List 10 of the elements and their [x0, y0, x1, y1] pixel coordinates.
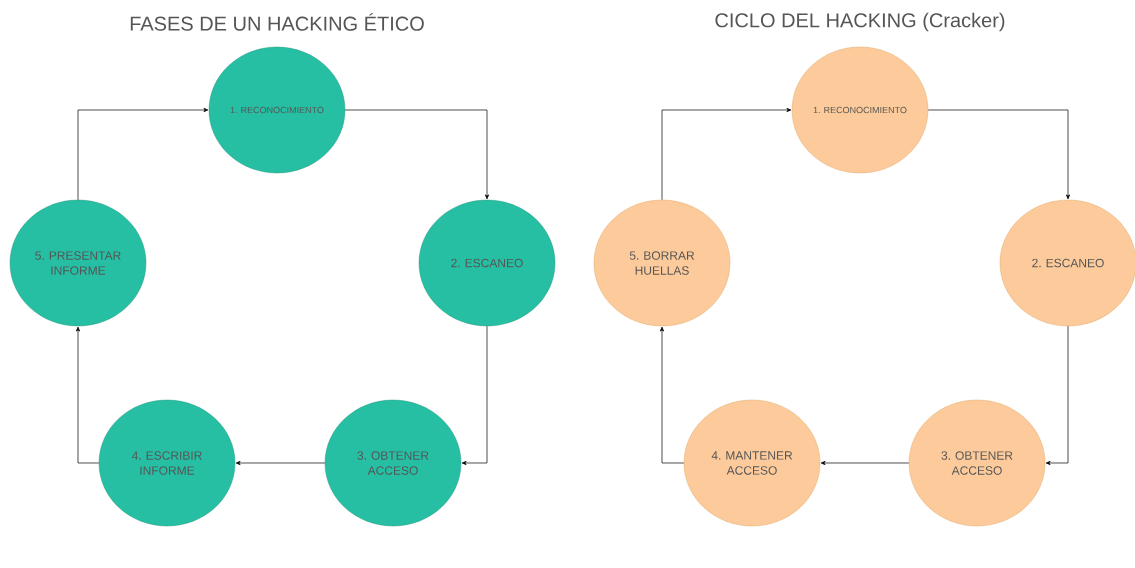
arrow	[927, 109, 1071, 200]
arrow	[661, 107, 792, 201]
arrow	[820, 460, 910, 466]
arrow	[461, 325, 488, 466]
arrow	[75, 326, 100, 464]
arrow	[344, 109, 490, 200]
arrow	[659, 326, 685, 464]
arrow	[1045, 325, 1069, 466]
arrow	[235, 460, 326, 466]
arrow	[77, 107, 209, 201]
